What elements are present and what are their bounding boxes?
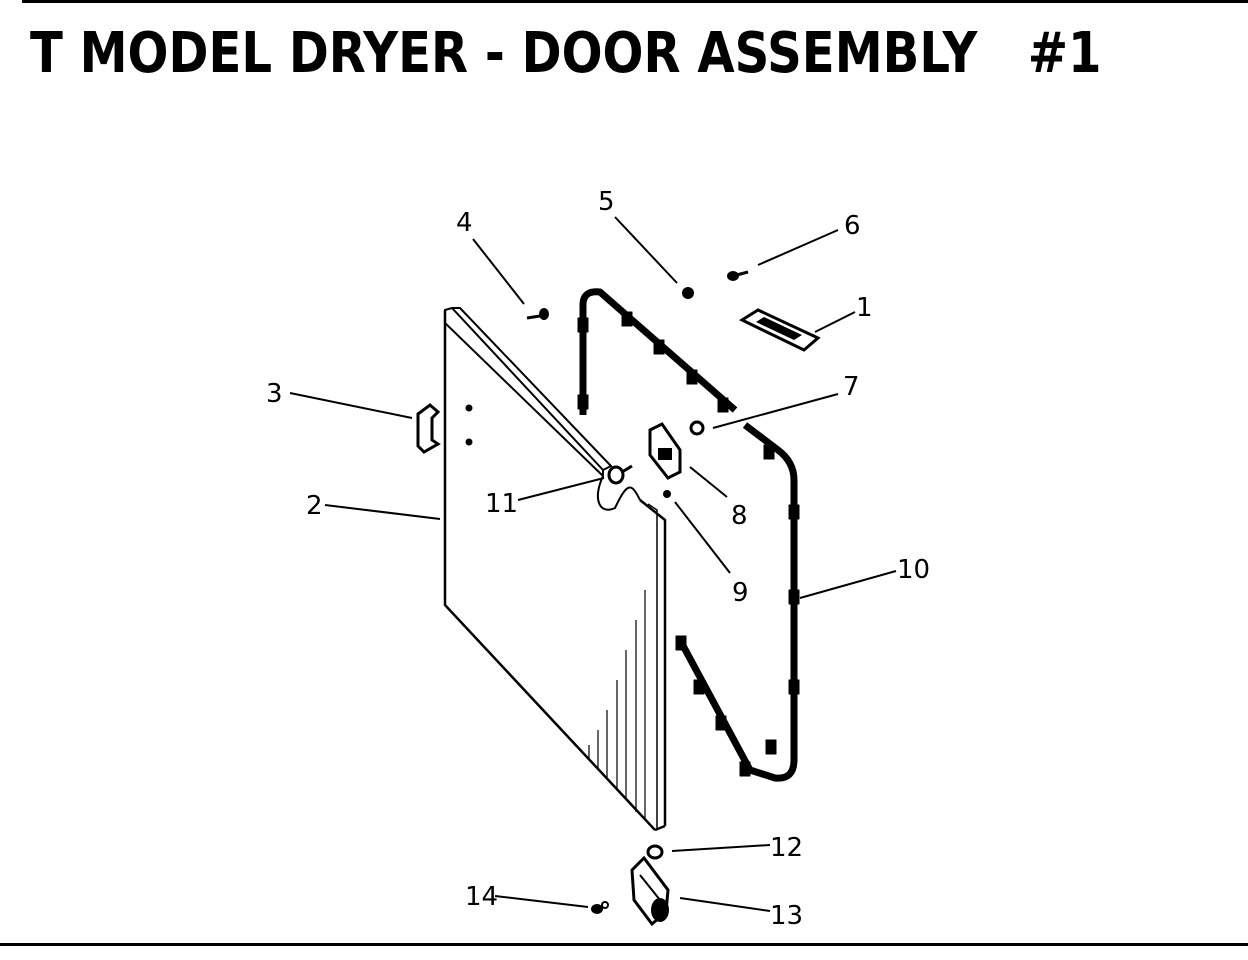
- screw-part-11: [607, 464, 633, 485]
- screw-part-14: [591, 901, 609, 914]
- callout-2: 2: [306, 491, 323, 521]
- door-handle-part: [416, 403, 441, 454]
- leader-1: [814, 311, 856, 333]
- callout-7: 7: [843, 372, 860, 402]
- top-border-rule: [22, 0, 1248, 3]
- nameplate-part: [738, 308, 821, 352]
- callout-3: 3: [266, 379, 283, 409]
- leader-9: [674, 501, 731, 574]
- leader-5: [614, 216, 678, 284]
- door-gasket: [577, 288, 800, 782]
- callout-12: 12: [770, 833, 803, 863]
- callout-9: 9: [732, 578, 749, 608]
- diagram-title: T MODEL DRYER - DOOR ASSEMBLY #1: [30, 21, 1102, 86]
- leader-10: [799, 570, 897, 599]
- leader-2: [324, 504, 441, 520]
- callout-6: 6: [844, 211, 861, 241]
- screw-part-9: [663, 490, 671, 498]
- leader-3: [289, 392, 413, 419]
- callout-1: 1: [856, 293, 873, 323]
- washer-part-7: [689, 420, 705, 436]
- leader-13: [679, 897, 771, 912]
- leader-11: [517, 477, 605, 501]
- leader-12: [671, 844, 771, 852]
- door-strike-part: [648, 422, 682, 480]
- door-outer-panel: [443, 306, 667, 832]
- callout-8: 8: [731, 501, 748, 531]
- leader-lines: [289, 216, 897, 912]
- screw-part-4: [526, 308, 549, 320]
- bottom-border-rule: [0, 943, 1248, 946]
- nut-part-5: [682, 287, 694, 299]
- callout-5: 5: [598, 187, 615, 217]
- bumper-part-12: [646, 844, 664, 860]
- leader-6: [757, 229, 839, 266]
- screw-part-6: [727, 270, 749, 281]
- callout-10: 10: [897, 555, 930, 585]
- leader-7: [712, 393, 839, 429]
- callout-14: 14: [465, 882, 498, 912]
- hinge-part-13: [630, 855, 670, 927]
- callout-11: 11: [485, 489, 518, 519]
- leader-4: [472, 238, 525, 305]
- callout-4: 4: [456, 208, 473, 238]
- leader-8: [689, 466, 728, 498]
- leader-14: [494, 895, 589, 908]
- callout-13: 13: [770, 901, 803, 931]
